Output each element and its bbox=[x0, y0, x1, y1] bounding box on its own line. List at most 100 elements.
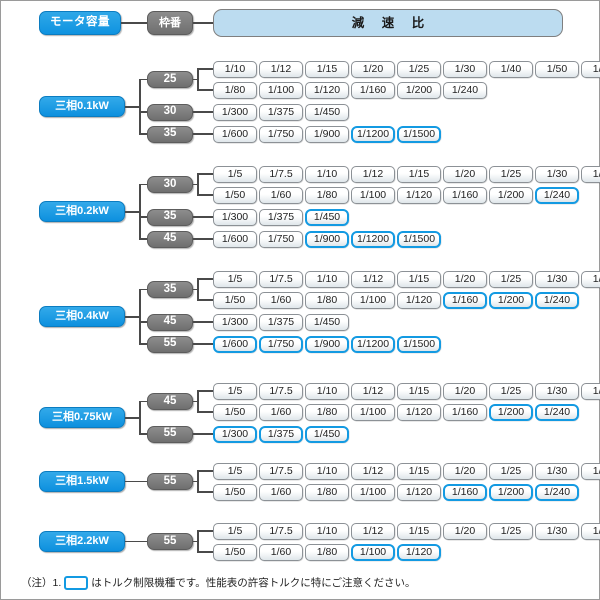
ratio-chip[interactable]: 1/20 bbox=[443, 270, 487, 288]
ratio-chip[interactable]: 1/600 bbox=[213, 230, 257, 248]
ratio-chip[interactable]: 1/120 bbox=[397, 483, 441, 501]
ratio-chip[interactable]: 1/12 bbox=[351, 382, 395, 400]
ratio-chip[interactable]: 1/600 bbox=[213, 125, 257, 143]
ratio-chip[interactable]: 1/12 bbox=[351, 522, 395, 540]
ratio-chip[interactable]: 1/10 bbox=[305, 382, 349, 400]
ratio-chip[interactable]: 1/50 bbox=[213, 543, 257, 561]
ratio-chip[interactable]: 1/40 bbox=[489, 60, 533, 78]
ratio-chip[interactable]: 1/5 bbox=[213, 522, 257, 540]
frame-size-node[interactable]: 55 bbox=[147, 425, 193, 443]
ratio-chip[interactable]: 1/40 bbox=[581, 382, 600, 400]
ratio-chip[interactable]: 1/450 bbox=[305, 313, 349, 331]
motor-capacity-node[interactable]: 三相0.1kW bbox=[39, 96, 125, 118]
ratio-chip[interactable]: 1/25 bbox=[397, 60, 441, 78]
ratio-chip[interactable]: 1/450 bbox=[305, 103, 349, 121]
ratio-chip[interactable]: 1/300 bbox=[213, 425, 257, 443]
ratio-chip[interactable]: 1/50 bbox=[213, 483, 257, 501]
ratio-chip[interactable]: 1/7.5 bbox=[259, 270, 303, 288]
ratio-chip[interactable]: 1/12 bbox=[259, 60, 303, 78]
frame-size-node[interactable]: 35 bbox=[147, 281, 193, 298]
ratio-chip[interactable]: 1/375 bbox=[259, 208, 303, 226]
ratio-chip[interactable]: 1/100 bbox=[259, 81, 303, 99]
ratio-chip[interactable]: 1/900 bbox=[305, 335, 349, 353]
ratio-chip[interactable]: 1/200 bbox=[489, 403, 533, 421]
ratio-chip[interactable]: 1/240 bbox=[535, 186, 579, 204]
ratio-chip[interactable]: 1/5 bbox=[213, 270, 257, 288]
ratio-chip[interactable]: 1/200 bbox=[489, 291, 533, 309]
motor-capacity-node[interactable]: 三相0.75kW bbox=[39, 407, 125, 429]
ratio-chip[interactable]: 1/1500 bbox=[397, 125, 441, 143]
ratio-chip[interactable]: 1/300 bbox=[213, 208, 257, 226]
ratio-chip[interactable]: 1/160 bbox=[443, 403, 487, 421]
ratio-chip[interactable]: 1/15 bbox=[397, 270, 441, 288]
ratio-chip[interactable]: 1/5 bbox=[213, 462, 257, 480]
ratio-chip[interactable]: 1/10 bbox=[213, 60, 257, 78]
ratio-chip[interactable]: 1/450 bbox=[305, 208, 349, 226]
ratio-chip[interactable]: 1/30 bbox=[535, 522, 579, 540]
ratio-chip[interactable]: 1/25 bbox=[489, 522, 533, 540]
ratio-chip[interactable]: 1/20 bbox=[443, 165, 487, 183]
ratio-chip[interactable]: 1/7.5 bbox=[259, 522, 303, 540]
ratio-chip[interactable]: 1/15 bbox=[397, 165, 441, 183]
ratio-chip[interactable]: 1/240 bbox=[443, 81, 487, 99]
ratio-chip[interactable]: 1/80 bbox=[305, 186, 349, 204]
ratio-chip[interactable]: 1/80 bbox=[305, 291, 349, 309]
ratio-chip[interactable]: 1/450 bbox=[305, 425, 349, 443]
frame-size-node[interactable]: 55 bbox=[147, 473, 193, 490]
ratio-chip[interactable]: 1/20 bbox=[443, 462, 487, 480]
ratio-chip[interactable]: 1/750 bbox=[259, 125, 303, 143]
motor-capacity-node[interactable]: 三相0.4kW bbox=[39, 306, 125, 328]
ratio-chip[interactable]: 1/5 bbox=[213, 382, 257, 400]
ratio-chip[interactable]: 1/40 bbox=[581, 165, 600, 183]
frame-size-node[interactable]: 55 bbox=[147, 533, 193, 550]
ratio-chip[interactable]: 1/240 bbox=[535, 403, 579, 421]
frame-size-node[interactable]: 35 bbox=[147, 125, 193, 143]
ratio-chip[interactable]: 1/30 bbox=[535, 382, 579, 400]
frame-size-node[interactable]: 35 bbox=[147, 208, 193, 226]
ratio-chip[interactable]: 1/7.5 bbox=[259, 382, 303, 400]
ratio-chip[interactable]: 1/160 bbox=[351, 81, 395, 99]
ratio-chip[interactable]: 1/40 bbox=[581, 522, 600, 540]
ratio-chip[interactable]: 1/7.5 bbox=[259, 165, 303, 183]
ratio-chip[interactable]: 1/900 bbox=[305, 125, 349, 143]
ratio-chip[interactable]: 1/375 bbox=[259, 313, 303, 331]
ratio-chip[interactable]: 1/100 bbox=[351, 291, 395, 309]
ratio-chip[interactable]: 1/80 bbox=[213, 81, 257, 99]
ratio-chip[interactable]: 1/100 bbox=[351, 186, 395, 204]
ratio-chip[interactable]: 1/10 bbox=[305, 462, 349, 480]
ratio-chip[interactable]: 1/25 bbox=[489, 165, 533, 183]
motor-capacity-node[interactable]: 三相0.2kW bbox=[39, 201, 125, 223]
ratio-chip[interactable]: 1/375 bbox=[259, 425, 303, 443]
ratio-chip[interactable]: 1/60 bbox=[259, 543, 303, 561]
ratio-chip[interactable]: 1/10 bbox=[305, 522, 349, 540]
ratio-chip[interactable]: 1/300 bbox=[213, 313, 257, 331]
ratio-chip[interactable]: 1/10 bbox=[305, 270, 349, 288]
frame-size-node[interactable]: 25 bbox=[147, 71, 193, 88]
ratio-chip[interactable]: 1/30 bbox=[535, 165, 579, 183]
ratio-chip[interactable]: 1/100 bbox=[351, 543, 395, 561]
ratio-chip[interactable]: 1/40 bbox=[581, 462, 600, 480]
ratio-chip[interactable]: 1/60 bbox=[259, 291, 303, 309]
ratio-chip[interactable]: 1/30 bbox=[443, 60, 487, 78]
ratio-chip[interactable]: 1/1500 bbox=[397, 230, 441, 248]
ratio-chip[interactable]: 1/900 bbox=[305, 230, 349, 248]
ratio-chip[interactable]: 1/20 bbox=[443, 382, 487, 400]
ratio-chip[interactable]: 1/30 bbox=[535, 270, 579, 288]
ratio-chip[interactable]: 1/100 bbox=[351, 483, 395, 501]
ratio-chip[interactable]: 1/1200 bbox=[351, 335, 395, 353]
ratio-chip[interactable]: 1/60 bbox=[259, 483, 303, 501]
frame-size-node[interactable]: 30 bbox=[147, 103, 193, 121]
motor-capacity-node[interactable]: 三相2.2kW bbox=[39, 531, 125, 552]
frame-size-node[interactable]: 55 bbox=[147, 335, 193, 353]
frame-size-node[interactable]: 45 bbox=[147, 230, 193, 248]
ratio-chip[interactable]: 1/15 bbox=[305, 60, 349, 78]
ratio-chip[interactable]: 1/80 bbox=[305, 483, 349, 501]
ratio-chip[interactable]: 1/25 bbox=[489, 270, 533, 288]
ratio-chip[interactable]: 1/375 bbox=[259, 103, 303, 121]
ratio-chip[interactable]: 1/15 bbox=[397, 522, 441, 540]
ratio-chip[interactable]: 1/120 bbox=[397, 186, 441, 204]
ratio-chip[interactable]: 1/120 bbox=[397, 291, 441, 309]
ratio-chip[interactable]: 1/120 bbox=[305, 81, 349, 99]
ratio-chip[interactable]: 1/200 bbox=[489, 483, 533, 501]
ratio-chip[interactable]: 1/50 bbox=[213, 291, 257, 309]
